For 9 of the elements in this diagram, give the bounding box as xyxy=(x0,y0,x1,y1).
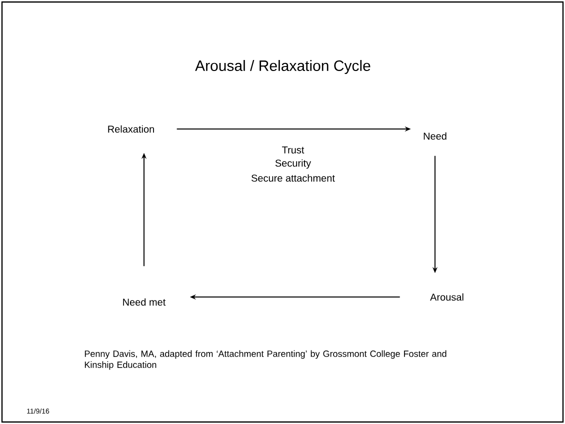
node-label: Need xyxy=(424,132,446,140)
node-label: Arousal xyxy=(430,293,464,301)
node-label: Need met xyxy=(123,298,166,306)
center-text: Trust xyxy=(282,146,304,154)
attribution-note: Penny Davis, MA, adapted from ‘Attachment Parenting’ by Grossmont College Foster and Kinship Education xyxy=(84,350,446,370)
center-text: Secure attachment xyxy=(252,174,335,182)
node-label: Relaxation xyxy=(108,125,154,133)
center-text: Security xyxy=(275,159,312,169)
title: Arousal / Relaxation Cycle xyxy=(195,60,370,74)
